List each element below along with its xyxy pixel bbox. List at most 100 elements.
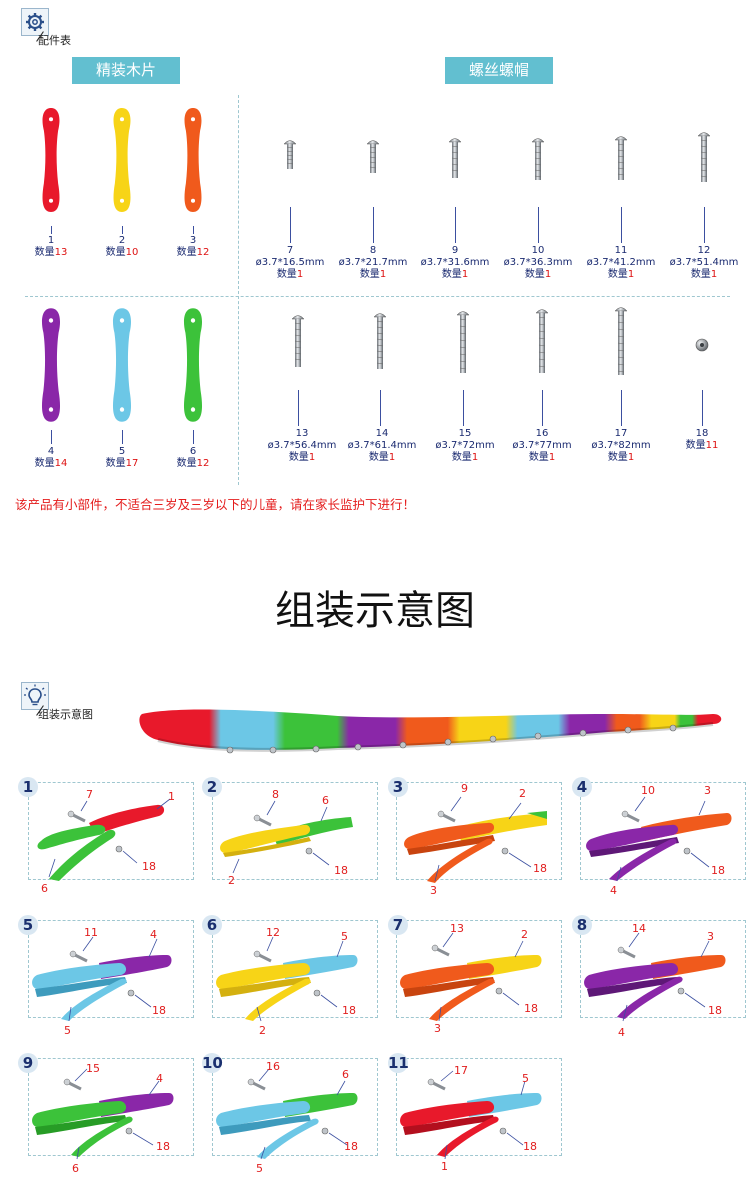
step-number-badge: 4: [572, 777, 592, 797]
step-illustration: [216, 936, 358, 1022]
step-number-badge: 6: [202, 915, 222, 935]
old-piece-number: 1: [168, 790, 175, 803]
leader-line: [702, 390, 703, 426]
old-piece-number: 4: [156, 1072, 163, 1085]
leader-line: [122, 430, 123, 444]
step-illustration: [584, 932, 726, 1022]
nut-number: 18: [708, 1004, 722, 1017]
nut-number: 18: [533, 862, 547, 875]
screw-icon: [373, 313, 387, 369]
screw-number: 8: [272, 788, 279, 801]
assembly-title: 组装示意图: [275, 588, 475, 634]
step-box-11: [396, 1058, 562, 1160]
step-number-badge: 9: [18, 1053, 38, 1073]
new-piece-number: 4: [610, 884, 617, 897]
new-piece-number: 6: [72, 1162, 79, 1175]
step-box-10: [212, 1058, 378, 1160]
nut-number: 18: [711, 864, 725, 877]
leader-line: [193, 430, 194, 444]
screw-number: 15: [86, 1062, 100, 1075]
leader-line: [290, 207, 291, 243]
step-illustration: [216, 1068, 358, 1160]
step-illustration: [37, 798, 171, 881]
nut-number: 18: [523, 1140, 537, 1153]
screw-banner: 螺丝螺帽: [445, 57, 553, 84]
parts-horizontal-divider: [25, 296, 730, 297]
new-piece-number: 6: [41, 882, 48, 895]
old-piece-number: 3: [707, 930, 714, 943]
screw-number: 14: [632, 922, 646, 935]
wood-banner: 精装木片: [72, 57, 180, 84]
wood-piece-5: [112, 308, 132, 422]
leader-line: [51, 226, 52, 234]
step-number-badge: 7: [388, 915, 408, 935]
step-illustration: [404, 796, 547, 883]
screw-number: 16: [266, 1060, 280, 1073]
nut-number: 18: [142, 860, 156, 873]
old-piece-number: 5: [522, 1072, 529, 1085]
step-illustration: [586, 796, 732, 882]
screw-icon: [531, 138, 545, 180]
gear-icon: [21, 8, 49, 36]
step-number-badge: 3: [388, 777, 408, 797]
parts-vertical-divider: [238, 95, 239, 485]
new-piece-number: 4: [618, 1026, 625, 1039]
screw-icon: [614, 136, 628, 180]
step-box-3: [396, 782, 562, 883]
screw-number: 7: [86, 788, 93, 801]
leader-line: [373, 207, 374, 243]
screw-number: 10: [641, 784, 655, 797]
step-box-1: [28, 782, 194, 881]
leader-line: [122, 226, 123, 234]
nut-number: 18: [152, 1004, 166, 1017]
assembled-chain-illustration: [139, 709, 722, 754]
wood-piece-4-body: [41, 308, 61, 422]
step-box-2: [212, 782, 378, 880]
old-piece-number: 4: [150, 928, 157, 941]
step-illustration: [32, 1068, 174, 1160]
step-illustration: [400, 932, 542, 1022]
old-piece-number: 2: [519, 787, 526, 800]
lightbulb-icon: [21, 682, 49, 710]
old-piece-number: 6: [322, 794, 329, 807]
new-piece-number: 2: [228, 874, 235, 887]
step-illustration: [400, 1070, 542, 1160]
leader-line: [51, 430, 52, 444]
step-box-9: [28, 1058, 194, 1160]
wood-piece-2-body: [113, 108, 131, 212]
leader-line: [380, 390, 381, 426]
leader-line: [538, 207, 539, 243]
new-piece-number: 5: [256, 1162, 263, 1175]
screw-icon: [614, 307, 628, 375]
leader-line: [621, 207, 622, 243]
nut-number: 18: [342, 1004, 356, 1017]
screw-number: 17: [454, 1064, 468, 1077]
step-illustration: [220, 800, 353, 874]
leader-line: [621, 390, 622, 426]
new-piece-number: 2: [259, 1024, 266, 1037]
step-number-badge: 2: [202, 777, 222, 797]
step-box-6: [212, 920, 378, 1022]
nut-icon: [695, 338, 709, 352]
screw-icon: [456, 311, 470, 373]
wood-piece-1-body: [42, 108, 60, 212]
screw-icon: [366, 140, 380, 173]
safety-warning: 该产品有小部件，不适合三岁及三岁以下的儿童，请在家长监护下进行！: [15, 497, 416, 512]
wood-piece-3: [184, 108, 202, 212]
assembly-header-label: 组装示意图: [38, 708, 93, 721]
new-piece-number: 3: [430, 884, 437, 897]
wood-piece-3-body: [184, 108, 202, 212]
old-piece-number: 5: [341, 930, 348, 943]
wood-piece-4: [41, 308, 61, 422]
